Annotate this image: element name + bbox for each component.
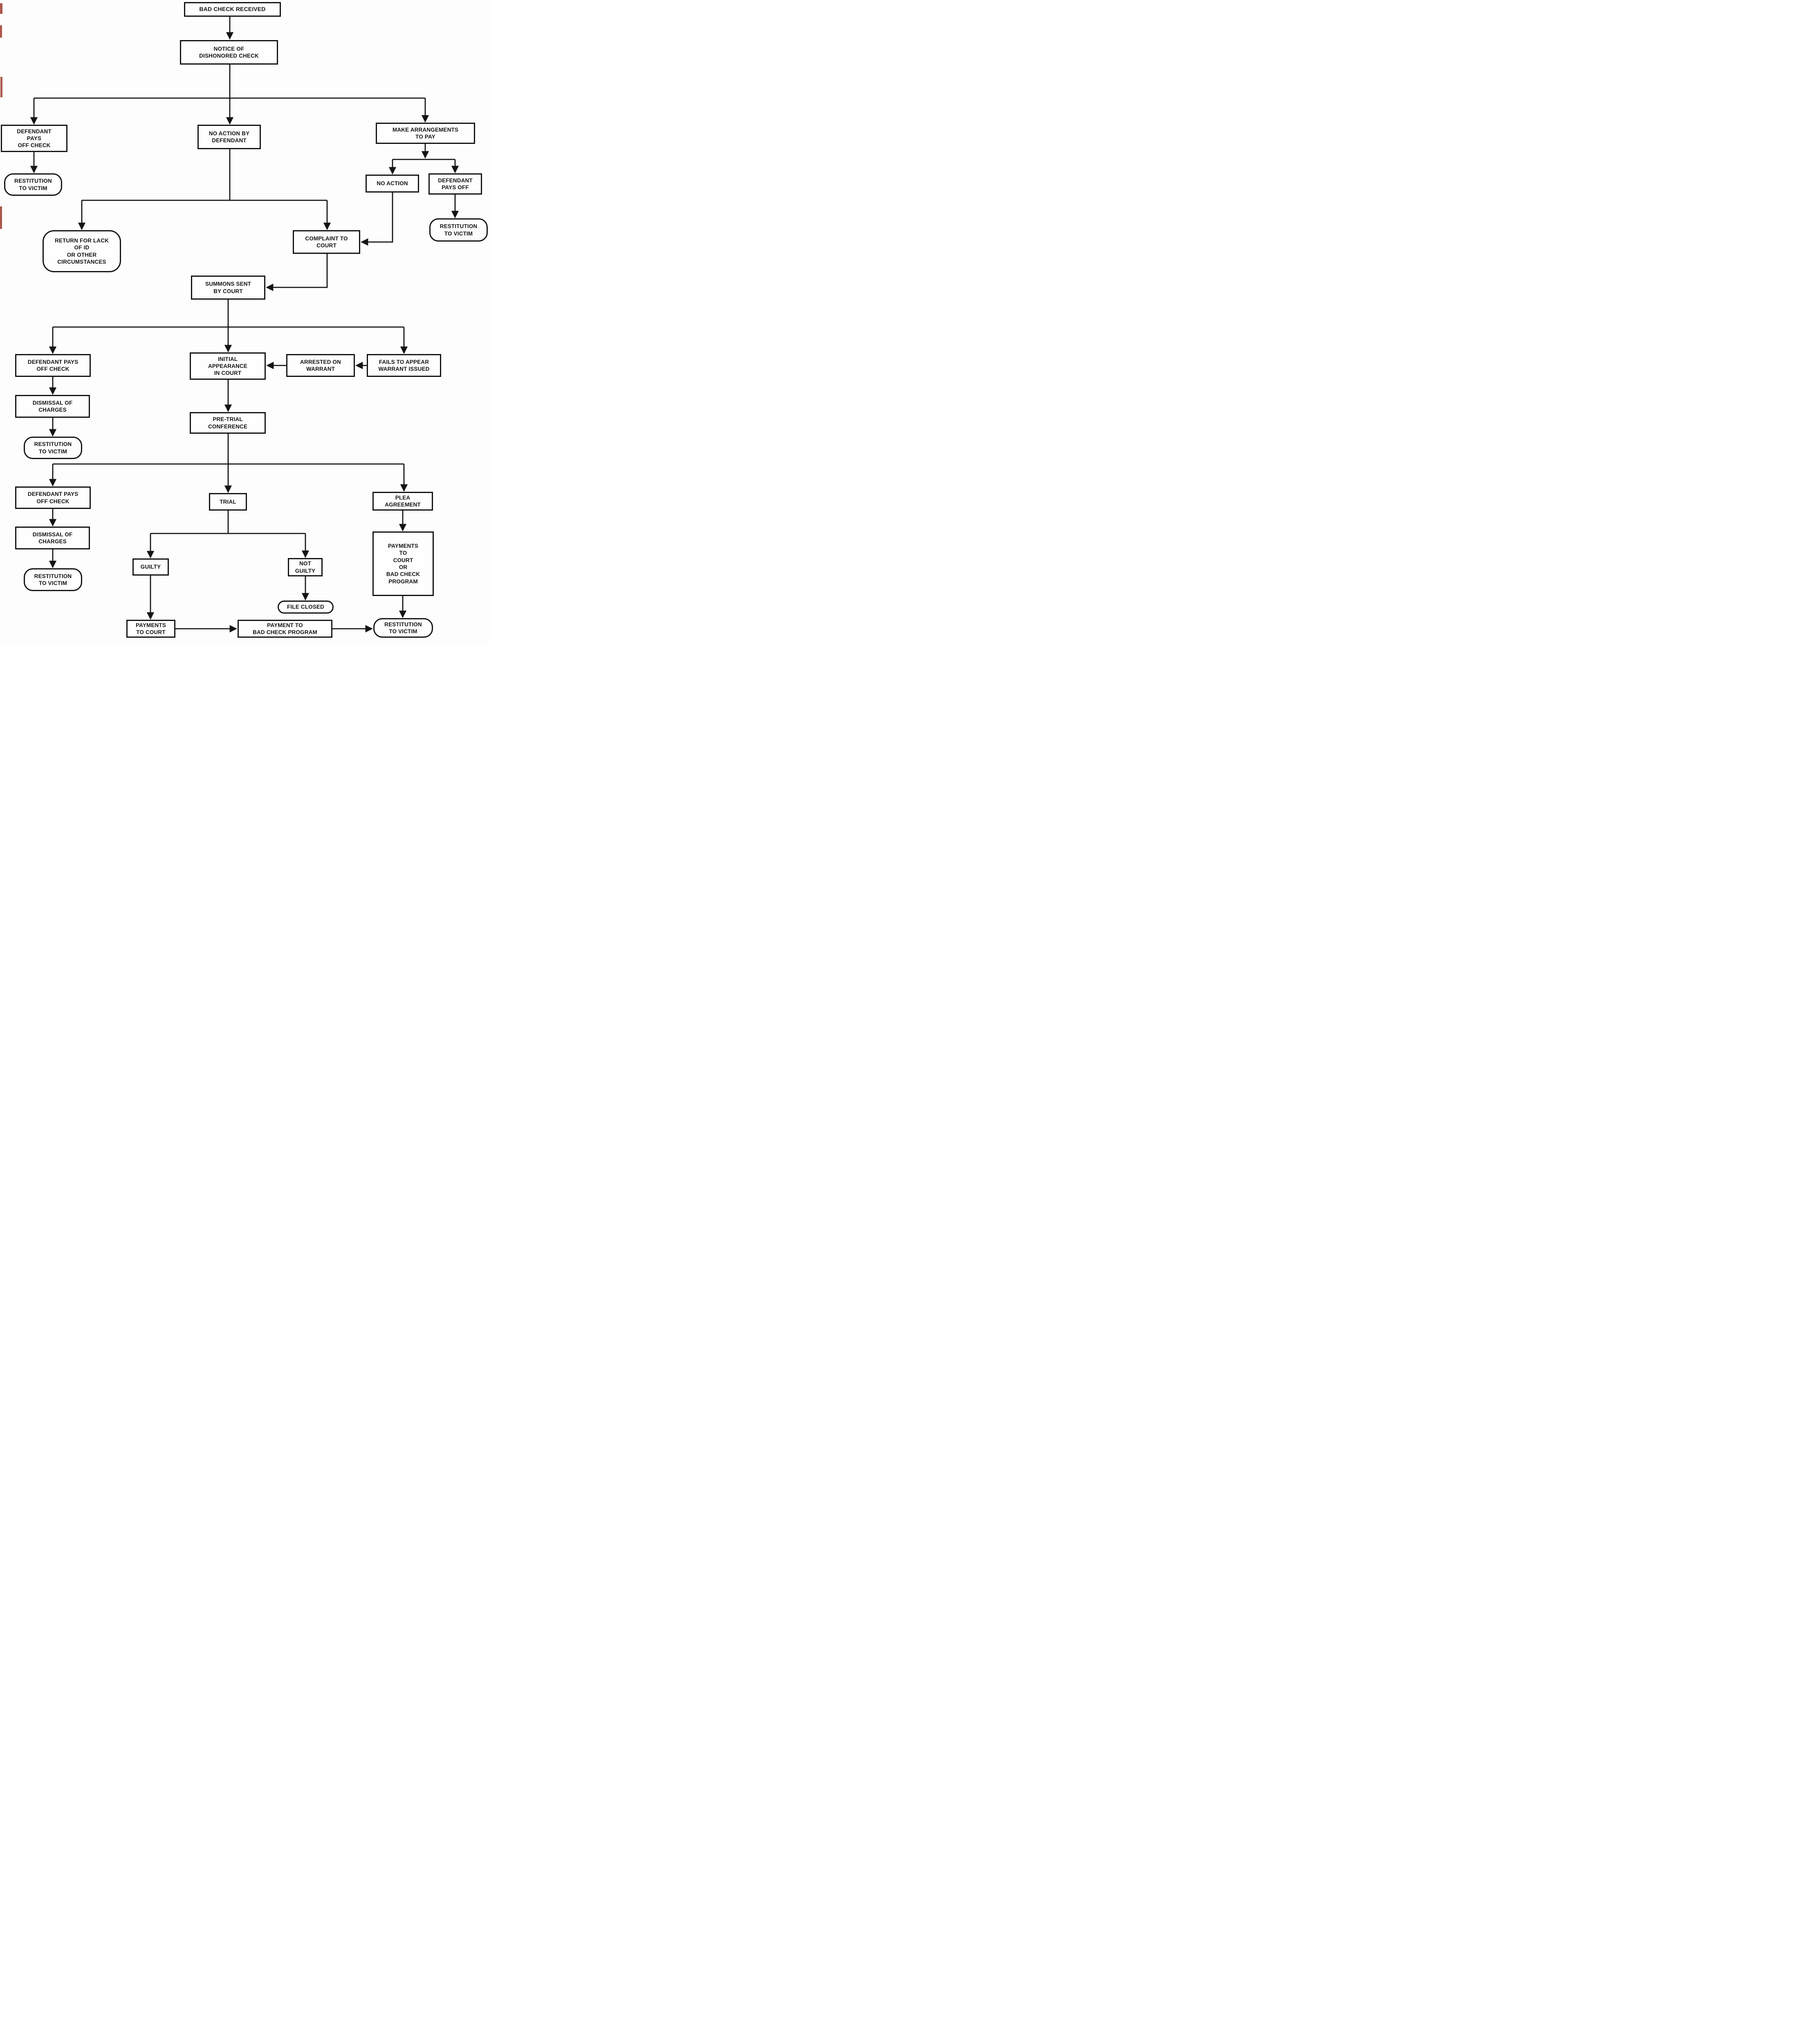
scan-artifact [0,206,2,229]
node-defendant-pays-off-check-1: DEFENDANT PAYS OFF CHECK [1,125,67,152]
node-payments-to-court-or-bad-check-program: PAYMENTS TO COURT OR BAD CHECK PROGRAM [372,531,434,596]
node-no-action: NO ACTION [366,175,419,193]
scan-artifact [0,77,2,97]
node-complaint-to-court: COMPLAINT TO COURT [293,230,360,254]
node-file-closed: FILE CLOSED [278,601,334,614]
node-restitution-to-victim-2: RESTITUTION TO VICTIM [429,218,488,242]
node-defendant-pays-off-check-2: DEFENDANT PAYS OFF CHECK [15,354,91,377]
scan-artifact [0,25,2,38]
node-initial-appearance-in-court: INITIAL APPEARANCE IN COURT [190,352,266,380]
node-restitution-to-victim-4: RESTITUTION TO VICTIM [24,568,82,591]
node-payments-to-court: PAYMENTS TO COURT [126,620,175,638]
node-summons-sent-by-court: SUMMONS SENT BY COURT [191,276,265,300]
node-notice-of-dishonored-check: NOTICE OF DISHONORED CHECK [180,40,278,65]
node-payment-to-bad-check-program: PAYMENT TO BAD CHECK PROGRAM [238,620,332,638]
connector-group [30,17,459,633]
node-restitution-to-victim-3: RESTITUTION TO VICTIM [24,437,82,459]
node-defendant-pays-off: DEFENDANT PAYS OFF [428,173,482,195]
node-restitution-to-victim-5: RESTITUTION TO VICTIM [373,618,433,638]
scan-artifact [0,3,2,14]
node-dismissal-of-charges-2: DISMISSAL OF CHARGES [15,527,90,549]
arrow-complaint-to-summons [266,254,328,291]
node-plea-agreement: PLEA AGREEMENT [372,492,433,511]
node-fails-to-appear-warrant-issued: FAILS TO APPEAR WARRANT ISSUED [367,354,441,377]
node-restitution-to-victim-1: RESTITUTION TO VICTIM [4,173,62,196]
node-defendant-pays-off-check-3: DEFENDANT PAYS OFF CHECK [15,486,91,509]
node-dismissal-of-charges-1: DISMISSAL OF CHARGES [15,395,90,418]
node-pre-trial-conference: PRE-TRIAL CONFERENCE [190,412,266,434]
node-bad-check-received: BAD CHECK RECEIVED [184,2,281,17]
node-arrested-on-warrant: ARRESTED ON WARRANT [286,354,355,377]
node-trial: TRIAL [209,493,247,511]
node-guilty: GUILTY [132,558,169,576]
node-return-for-lack-of-id: RETURN FOR LACK OF ID OR OTHER CIRCUMSTA… [43,230,121,272]
flow-connectors [30,17,459,633]
flowchart-page: BAD CHECK RECEIVED NOTICE OF DISHONORED … [0,0,491,645]
arrow-noaction-to-complaint [361,193,393,246]
node-no-action-by-defendant: NO ACTION BY DEFENDANT [197,125,261,149]
node-not-guilty: NOT GUILTY [288,558,323,576]
node-make-arrangements-to-pay: MAKE ARRANGEMENTS TO PAY [376,123,475,144]
